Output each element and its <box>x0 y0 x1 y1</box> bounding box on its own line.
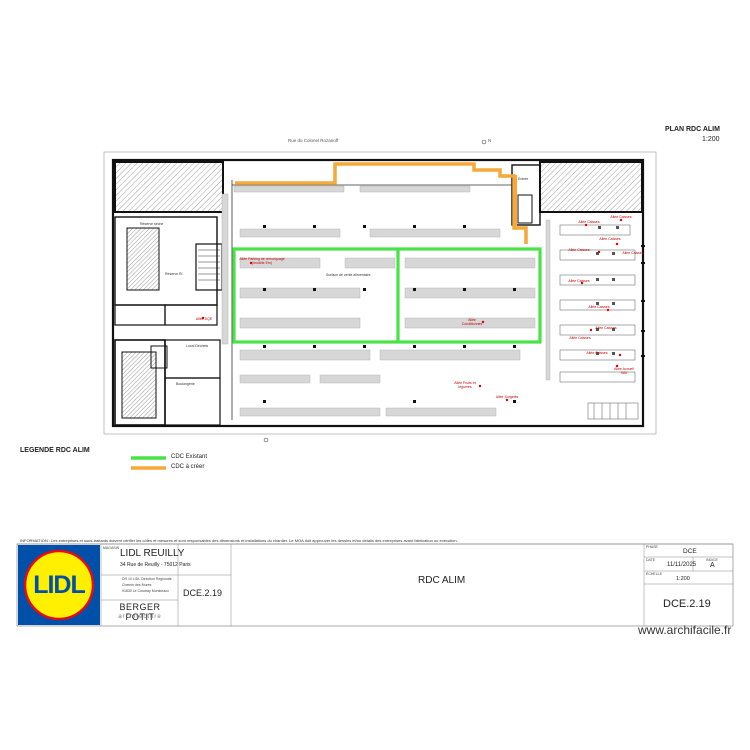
room-local-2 <box>164 304 218 326</box>
annotation-markers <box>201 218 623 402</box>
client-line-2: Chemin des Mures <box>122 583 152 587</box>
watermark: www.archifacile.fr <box>638 623 732 637</box>
annotation-caisses-2: Allée Caisses <box>610 215 632 219</box>
annotation-caisses-8: Allée Caisses <box>569 336 591 340</box>
checkouts <box>559 224 639 420</box>
bakery-oven <box>121 351 157 419</box>
annotation-caisses-6: Allée Caisses <box>568 279 590 283</box>
lidl-logo <box>18 545 100 625</box>
room-entrance-lobby <box>511 164 541 226</box>
titleblock-info: INFORMATION : Les entreprises et sous-tr… <box>20 538 458 543</box>
annotation-accueil: Allée Accueil SAV <box>614 367 634 375</box>
annotation-dqe: Allée DQE <box>195 317 213 321</box>
index-value: A <box>710 562 715 569</box>
magasin-label: MAGASIN <box>103 546 120 550</box>
doc-code-right: DCE.2.19 <box>663 598 711 610</box>
columns <box>263 225 516 403</box>
door-markers <box>641 245 645 357</box>
logo-text: LIDL <box>33 571 86 599</box>
legend-label-existant: CDC Existant <box>171 454 208 460</box>
architect-sub: architecture <box>118 614 162 620</box>
room-label-sales-floor: Surface de vente alimentaire <box>326 273 371 277</box>
site-boundary <box>103 151 657 435</box>
phase-value: DCE <box>683 548 697 555</box>
annotation-caisses-5: Allée Caisses <box>622 251 644 255</box>
client-line-3: 91830 Le Coudray Montceaux <box>122 589 169 593</box>
store-name: LIDL REUILLY <box>120 548 185 559</box>
plan-title: PLAN RDC ALIM <box>665 126 720 133</box>
doc-code-left: DCE.2.19 <box>183 588 223 598</box>
room-label-local-dechets: Local Déchets <box>186 344 209 348</box>
annotation-caisses-7: Allée Caisses <box>588 305 610 309</box>
room-label-reserve-ri: Réserve RI <box>165 272 183 276</box>
annotation-caisses-9: Allée Caisses <box>595 326 617 330</box>
room-local-1 <box>114 304 166 326</box>
legend-title: LEGENDE RDC ALIM <box>20 447 90 454</box>
shelving <box>221 185 551 417</box>
phase-label: PHASE <box>646 545 658 549</box>
date-value: 11/11/2025 <box>667 562 697 568</box>
annotation-caisses-3: Allée Caisses <box>599 237 621 241</box>
cold-room <box>126 227 160 291</box>
room-label-reserve-seche: Réserve sèche <box>140 222 164 226</box>
room-local-5 <box>164 377 221 426</box>
architect-name: BERGER POTIT <box>119 602 161 622</box>
annotation-caisses-1: Allée Caisses <box>578 220 600 224</box>
store-address: 34 Rue de Reuilly - 75012 Paris <box>120 562 191 568</box>
scale-value: 1:200 <box>676 576 690 582</box>
index-label: INDICE <box>706 558 718 562</box>
annotation-parking: Allée Parking de remorquage (modèle Em) <box>239 257 285 265</box>
client-line-1: DR 10 LIDL Direction Régionale <box>122 577 172 581</box>
room-label-entree: Entrée <box>518 177 529 181</box>
outer-wall <box>111 158 645 428</box>
street-label: Rue du Colonel Rozanoff <box>288 138 339 143</box>
room-stairs <box>195 243 223 291</box>
annotation-caisses-4: Allée Caisses <box>568 248 590 252</box>
drawing-title: RDC ALIM <box>418 575 466 586</box>
north-mark: N <box>488 138 492 143</box>
legend-label-a-creer: CDC à créer <box>171 464 205 470</box>
annotation-caisses-10: Allée Caisses <box>586 351 608 355</box>
scale-label: ÉCHELLE <box>646 572 662 576</box>
annotation-surgeles: Allée Surgelés <box>495 395 519 399</box>
hatched-block-top-right <box>539 161 643 213</box>
date-label: DATE <box>646 558 656 562</box>
checkout-dots <box>596 226 619 355</box>
hatched-block-top-left <box>114 161 224 213</box>
plan-scale: 1:200 <box>702 136 720 143</box>
room-label-boulangerie: Boulangerie <box>176 382 195 386</box>
room-small <box>150 345 168 369</box>
annotation-conditionnes: Allée Conditionnés <box>461 318 483 326</box>
entrance-stairs <box>517 194 533 224</box>
annotation-fruits-legumes: Allée Fruits et légumes <box>454 381 476 389</box>
cdc-a-creer-line <box>235 162 528 244</box>
cdc-existant-outline <box>232 247 542 344</box>
